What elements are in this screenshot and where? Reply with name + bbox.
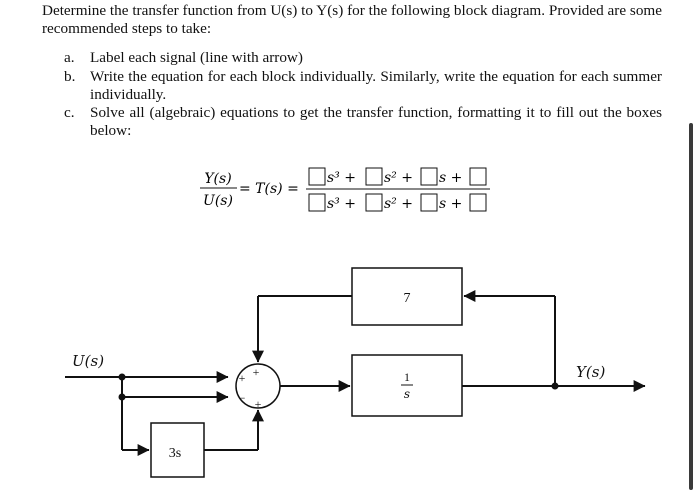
step-text: Label each signal (line with arrow)	[90, 49, 303, 67]
sum-sign-left-upper: +	[239, 371, 246, 385]
equals-t-of-s: = T(s) =	[239, 181, 299, 197]
output-label: Y(s)	[576, 363, 605, 381]
den-coef-s1-box[interactable]	[420, 193, 438, 212]
step-marker: c.	[64, 104, 75, 122]
transfer-function-equation: Y(s) U(s) = T(s) = s³ + s² + s + s³ + s²…	[200, 167, 490, 212]
input-label: U(s)	[72, 352, 104, 370]
den-term-s3: s³ +	[327, 196, 356, 212]
num-coef-s2-box[interactable]	[365, 167, 383, 186]
num-term-s1: s +	[439, 170, 462, 186]
step-marker: a.	[64, 49, 75, 67]
lhs-denominator: U(s)	[203, 193, 233, 209]
problem-intro: Determine the transfer function from U(s…	[42, 2, 662, 38]
diagram-labels: U(s) Y(s) 7 1 s 3s + + − +	[72, 291, 605, 461]
den-coef-s3-box[interactable]	[308, 193, 326, 212]
num-term-s3: s³ +	[327, 170, 356, 186]
step-text: Solve all (algebraic) equations to get t…	[90, 104, 662, 140]
step-text: Write the equation for each block indivi…	[90, 67, 662, 103]
input-junction-dot	[118, 393, 126, 401]
feedback-gain-label: 7	[404, 291, 411, 306]
vertical-scrollbar[interactable]	[689, 123, 693, 490]
step-marker: b.	[64, 67, 76, 85]
lhs-numerator: Y(s)	[204, 171, 231, 187]
den-coef-s2-box[interactable]	[365, 193, 383, 212]
sum-sign-bottom: +	[255, 397, 262, 411]
den-term-s2: s² +	[384, 196, 413, 212]
forward-denominator: s	[404, 387, 410, 401]
num-coef-s0-box[interactable]	[469, 167, 487, 186]
problem-statement: Determine the transfer function from U(s…	[42, 2, 662, 140]
sum-sign-left-lower: −	[239, 391, 246, 405]
feedforward-block-label: 3s	[169, 446, 181, 461]
num-coef-s3-box[interactable]	[308, 167, 326, 186]
sum-sign-top: +	[253, 365, 260, 379]
num-term-s2: s² +	[384, 170, 413, 186]
den-coef-s0-box[interactable]	[469, 193, 487, 212]
steps-list: a. Label each signal (line with arrow) b.…	[42, 49, 662, 140]
block-diagram	[65, 267, 646, 478]
forward-numerator: 1	[404, 370, 410, 384]
input-junction-dot	[118, 373, 126, 381]
den-term-s1: s +	[439, 196, 462, 212]
num-coef-s1-box[interactable]	[420, 167, 438, 186]
step-a: a. Label each signal (line with arrow)	[42, 49, 662, 67]
step-b: b. Write the equation for each block indi…	[42, 68, 662, 104]
step-c: c. Solve all (algebraic) equations to get…	[42, 104, 662, 140]
